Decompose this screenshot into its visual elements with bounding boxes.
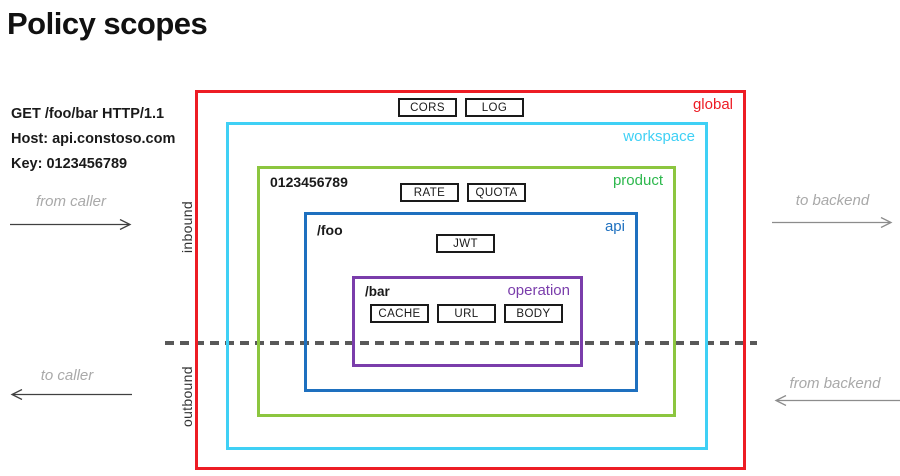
policy-chip-body: BODY — [504, 304, 563, 323]
http-request-sample: GET /foo/bar HTTP/1.1 Host: api.constoso… — [11, 102, 175, 177]
api-policies: JWT — [436, 234, 495, 253]
scope-product-box: 0123456789 product — [257, 166, 676, 417]
policy-chip-cors: CORS — [398, 98, 457, 117]
api-name: /foo — [317, 222, 343, 238]
scope-api-box: /foo api — [304, 212, 638, 392]
request-key: Key: 0123456789 — [11, 156, 128, 172]
to-caller-label: to caller — [40, 367, 94, 384]
policy-chip-log: LOG — [465, 98, 524, 117]
to-backend-label: to backend — [795, 192, 870, 209]
request-host: Host: api.constoso.com — [11, 131, 176, 147]
arrow-right-icon — [10, 219, 132, 230]
policy-chip-cache: CACHE — [370, 304, 429, 323]
operation-name: /bar — [365, 284, 390, 299]
request-line: GET /foo/bar HTTP/1.1 — [11, 106, 165, 122]
operation-policies: CACHE URL BODY — [370, 304, 563, 323]
scope-workspace-label: workspace — [623, 128, 695, 145]
scope-workspace-box: workspace — [226, 122, 708, 450]
scope-product-label: product — [612, 172, 663, 189]
policy-chip-jwt: JWT — [436, 234, 495, 253]
arrow-left-icon — [10, 389, 132, 400]
product-policies: RATE QUOTA — [400, 183, 526, 202]
from-backend-label: from backend — [789, 375, 881, 392]
scope-global-box: global — [195, 90, 746, 470]
scope-operation-label: operation — [507, 282, 570, 299]
policy-chip-rate: RATE — [400, 183, 459, 202]
global-policies: CORS LOG — [398, 98, 524, 117]
page-title: Policy scopes — [7, 6, 208, 41]
inbound-label: inbound — [179, 201, 195, 253]
request-response-divider — [165, 341, 757, 345]
scope-api-label: api — [604, 218, 625, 235]
scope-operation-box: /bar operation — [352, 276, 583, 367]
policy-chip-url: URL — [437, 304, 496, 323]
policy-chip-quota: QUOTA — [467, 183, 526, 202]
outbound-label: outbound — [179, 366, 195, 427]
scope-global-label: global — [692, 96, 733, 113]
arrow-left-icon — [774, 395, 900, 406]
product-name: 0123456789 — [270, 174, 348, 190]
arrow-right-icon — [772, 217, 893, 228]
from-caller-label: from caller — [35, 193, 106, 210]
